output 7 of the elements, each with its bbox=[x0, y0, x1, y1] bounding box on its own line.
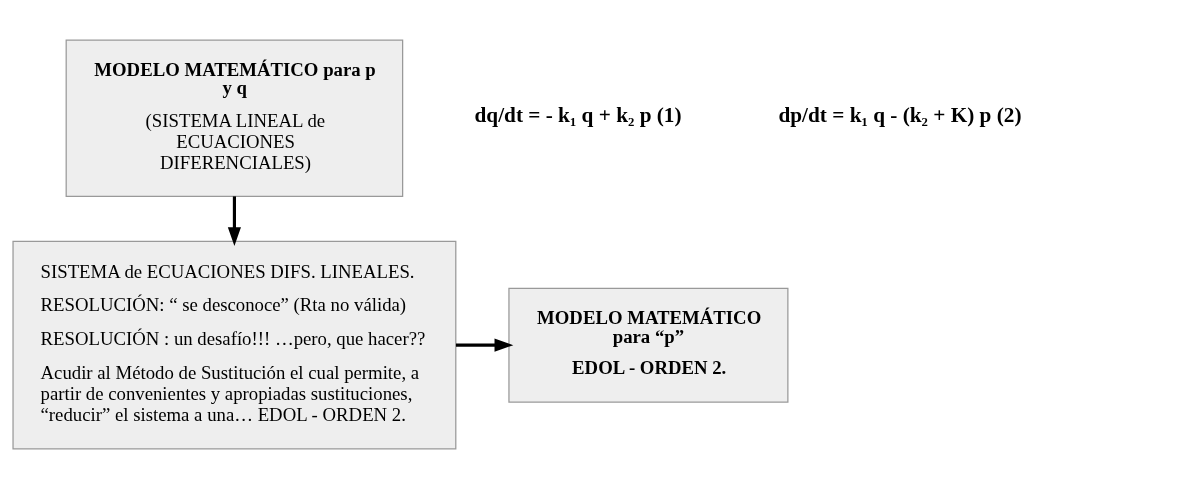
node-box: SISTEMA de ECUACIONES DIFS. LINEALES. RESOLUCIÓN: “ se desconoce” (Rta no válida) RESOLUCIÓN : un desafío!!! …pero, que hacer?? Acudir al Método de Sustitución el cual permite, a partir de convenientes y apropiadas sustituciones, “reducir” el sistema a una… EDOL - ORDEN 2. bbox=[12, 240, 457, 450]
arrow bbox=[227, 195, 241, 246]
arrow bbox=[455, 338, 514, 352]
node-box: MODELO MATEMÁTICO para p y q (SISTEMA LINEAL de ECUACIONES DIFERENCIALES) bbox=[65, 38, 404, 197]
node-box: MODELO MATEMÁTICO para “p” EDOL - ORDEN 2. bbox=[508, 287, 789, 403]
label: dq/dt = - k₁ q + k₂ p (1) bbox=[474, 102, 682, 127]
label: dp/dt = k₁ q - (k₂ + K) p (2) bbox=[778, 102, 1022, 127]
